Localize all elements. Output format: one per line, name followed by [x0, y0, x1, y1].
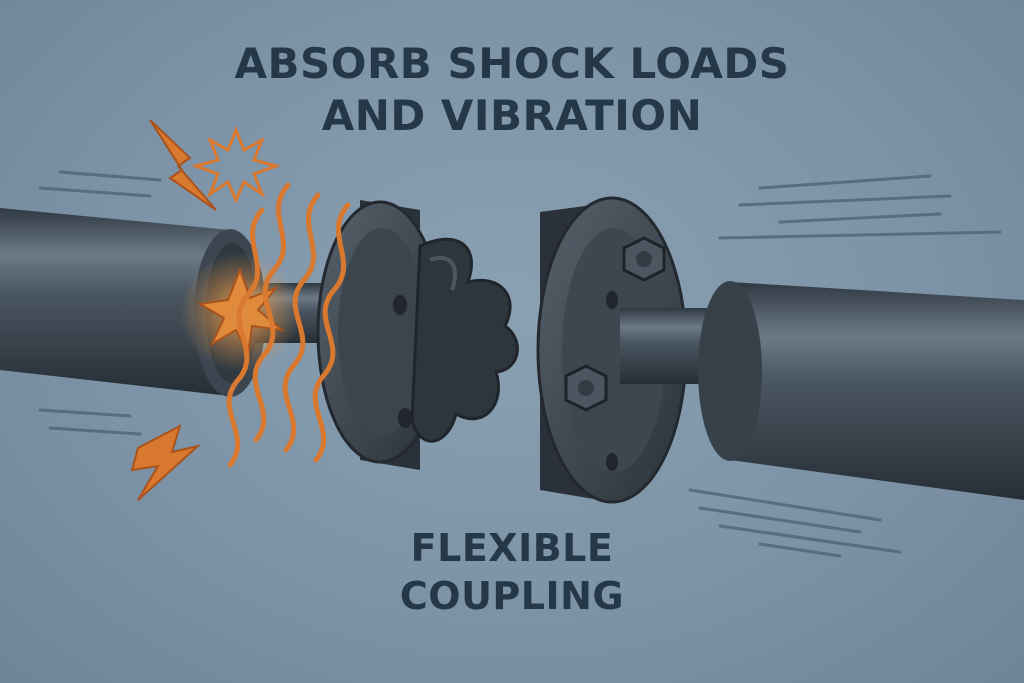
caption-line-1: FLEXIBLE [410, 526, 614, 570]
right-shaft [620, 281, 1024, 500]
lightning-bolt-icon [149, 119, 217, 211]
impact-burst-icon [191, 125, 281, 204]
hex-bolt-icon [622, 236, 666, 282]
hex-bolt-icon [564, 364, 608, 412]
caption-line-2: COUPLING [399, 574, 625, 618]
elastomer-spider [410, 237, 519, 443]
lightning-bolt-icon [130, 424, 202, 501]
headline-line-2: AND VIBRATION [321, 91, 703, 140]
product-caption: FLEXIBLE COUPLING [0, 524, 1024, 620]
motion-lines [38, 170, 1002, 558]
headline-line-1: ABSORB SHOCK LOADS [234, 39, 790, 88]
left-flange [316, 200, 444, 470]
right-flange [536, 196, 688, 504]
headline: ABSORB SHOCK LOADS AND VIBRATION [0, 38, 1024, 142]
vibration-wave-icon [226, 182, 351, 468]
